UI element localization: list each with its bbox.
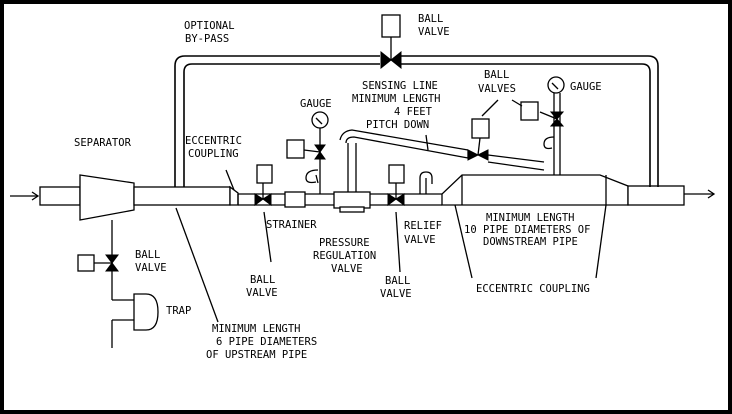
min-length-upstream-label: 6 PIPE DIAMETERS [216,336,317,348]
min-length-upstream-label: MINIMUM LENGTH [212,323,301,335]
ball-valve-top-label: BALL [418,13,443,25]
ball-valve-separator-label: VALVE [135,262,167,274]
inlet-arrow [10,191,40,201]
separator-drain [77,220,159,348]
min-length-downstream-label: DOWNSTREAM PIPE [483,236,578,248]
sensing-line-label: 4 FEET [394,106,433,118]
sensing-line-ball-valve [467,118,490,161]
sensing-line [339,129,545,171]
ball-valves-label: BALL [484,69,509,81]
separator-label: SEPARATOR [74,137,132,149]
trap-label: TRAP [166,305,191,317]
strainer-label: STRAINER [266,219,317,231]
ball-valve-relief-label: VALVE [380,288,412,300]
bypass-line [174,55,659,187]
ball-valve-top-label: VALVE [418,26,450,38]
ball-valve-strainer-label: BALL [250,274,275,286]
strainer [284,191,306,208]
pressure-regulation-label: REGULATION [313,250,376,262]
downstream-pipe [441,174,629,206]
min-length-downstream-label: MINIMUM LENGTH [486,212,575,224]
eccentric-coupling-right-label: ECCENTRIC COUPLING [476,283,590,295]
sensing-line-label: MINIMUM LENGTH [352,93,441,105]
relief-valve-label: VALVE [404,234,436,246]
gauge-right-label: GAUGE [570,81,602,93]
relief-valve-label: RELIEF [404,220,442,232]
ball-valves-label: VALVES [478,83,516,95]
ball-valve-strainer-label: VALVE [246,287,278,299]
ball-valve-relief-label: BALL [385,275,410,287]
outlet-pipe [627,185,685,206]
pressure-regulation-label: VALVE [331,263,363,275]
optional-bypass-label: BY-PASS [185,33,229,45]
sensing-line-label: PITCH DOWN [366,119,429,131]
ball-valve-relief [387,164,405,206]
separator-body [79,174,135,221]
eccentric-coupling-left-label: ECCENTRIC [185,135,242,147]
pressure-regulating-valve [333,143,371,213]
gauge-right [520,76,565,177]
min-length-downstream-label: 10 PIPE DIAMETERS OF [464,224,590,236]
relief-valve [419,171,433,194]
sensing-line-label: SENSING LINE [362,80,438,92]
inlet-pipe [39,186,81,206]
leader-lines [175,99,607,323]
min-length-upstream-label: OF UPSTREAM PIPE [206,349,307,361]
optional-bypass-label: OPTIONAL [184,20,235,32]
labels: OPTIONAL BY-PASS BALL VALVE SEPARATOR SE… [74,13,602,361]
outlet-arrow [684,189,716,199]
ball-valve-separator-label: BALL [135,249,160,261]
gauge-left [286,111,329,194]
eccentric-coupling-left-label: COUPLING [188,148,239,160]
pressure-regulation-label: PRESSURE [319,237,370,249]
ball-valve-strainer [254,164,273,206]
bypass-ball-valve [380,14,402,70]
upstream-pipe [133,186,231,206]
gauge-left-label: GAUGE [300,98,332,110]
